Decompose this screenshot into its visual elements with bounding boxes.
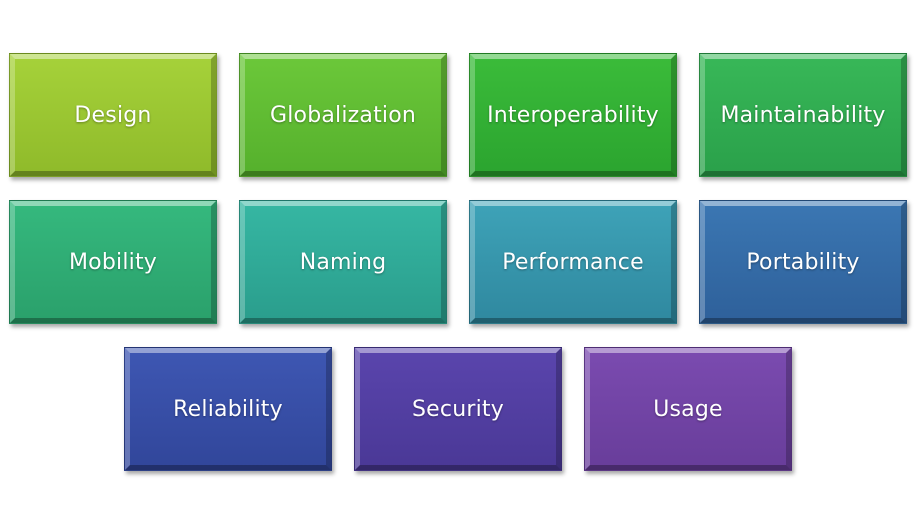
tile-performance[interactable]: Performance bbox=[469, 200, 677, 324]
tile-label: Naming bbox=[299, 249, 387, 275]
tile-label: Security bbox=[412, 396, 504, 422]
tile-mobility[interactable]: Mobility bbox=[9, 200, 217, 324]
tile-reliability[interactable]: Reliability bbox=[124, 347, 332, 471]
tile-interoperability[interactable]: Interoperability bbox=[469, 53, 677, 177]
tile-label: Design bbox=[74, 102, 152, 128]
tile-label: Portability bbox=[746, 249, 860, 275]
tile-security[interactable]: Security bbox=[354, 347, 562, 471]
tile-label: Performance bbox=[502, 249, 644, 275]
tile-label: Globalization bbox=[269, 102, 417, 128]
tile-portability[interactable]: Portability bbox=[699, 200, 907, 324]
tile-globalization[interactable]: Globalization bbox=[239, 53, 447, 177]
tile-usage[interactable]: Usage bbox=[584, 347, 792, 471]
tile-label: Usage bbox=[653, 396, 723, 422]
tile-label: Reliability bbox=[173, 396, 283, 422]
tile-naming[interactable]: Naming bbox=[239, 200, 447, 324]
tile-label: Maintainability bbox=[720, 102, 886, 128]
tile-label: Mobility bbox=[69, 249, 157, 275]
tile-label: Interoperability bbox=[487, 102, 659, 128]
tile-maintainability[interactable]: Maintainability bbox=[699, 53, 907, 177]
tile-design[interactable]: Design bbox=[9, 53, 217, 177]
